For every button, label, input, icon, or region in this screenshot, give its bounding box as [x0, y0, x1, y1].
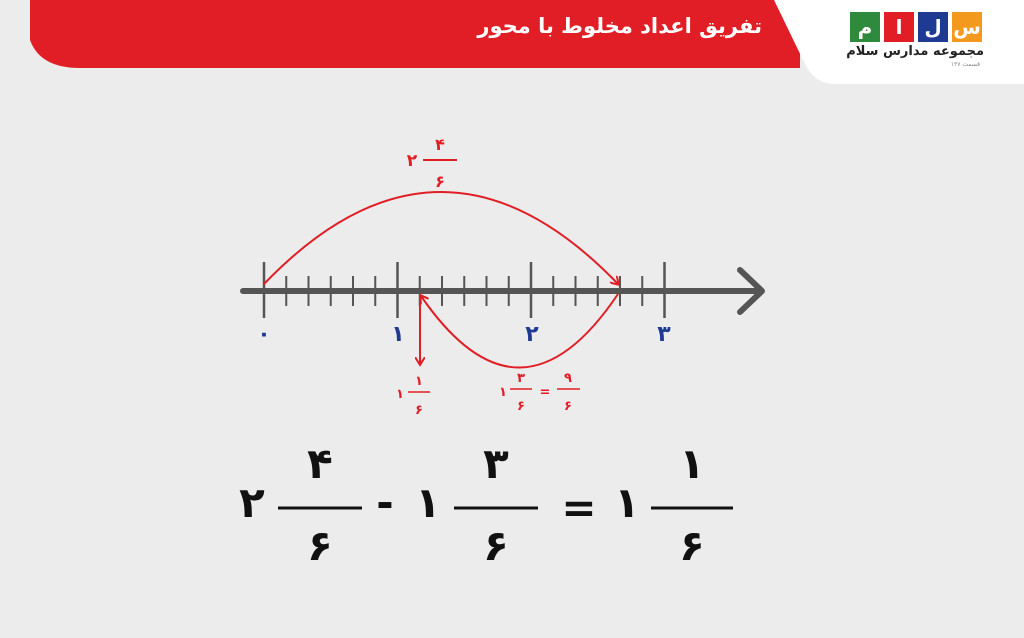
axis-ticks	[262, 262, 666, 318]
header-banner	[30, 0, 800, 68]
result-whole: ۱	[614, 478, 640, 527]
logo-letters: م ا ل س	[850, 12, 982, 42]
result-point-denominator: ۶	[415, 403, 423, 418]
term1-denominator: ۶	[307, 521, 333, 570]
header-red-shape	[30, 0, 800, 68]
logo-caption: مجموعه مدارس سلام	[846, 44, 984, 59]
logo-letter-sin: س	[952, 12, 982, 42]
backward-jump-arc	[421, 293, 619, 369]
result-point-whole: ۱	[396, 387, 404, 402]
back-jump-whole: ۱	[499, 385, 507, 400]
axis-label-1: ۱	[391, 322, 404, 347]
back-jump-denominator: ۶	[517, 399, 525, 414]
top-jump-numerator: ۴	[435, 135, 445, 154]
back-jump-eq-numerator: ۹	[564, 371, 572, 386]
logo-small-text: قسمت ۱۳۷	[950, 61, 980, 68]
axis-arrowhead	[737, 267, 765, 315]
term2-whole: ۱	[415, 478, 441, 527]
equals-sign: =	[561, 483, 596, 532]
forward-jump-arc	[263, 191, 618, 284]
top-jump-whole: ۲	[407, 151, 418, 171]
term2-denominator: ۶	[483, 521, 509, 570]
top-jump-denominator: ۶	[435, 172, 445, 191]
back-jump-numerator: ۳	[517, 371, 525, 386]
logo-letter-mim: م	[850, 12, 880, 42]
result-denominator: ۶	[679, 521, 705, 570]
result-numerator: ۱	[679, 439, 705, 488]
term1-whole: ۲	[239, 478, 265, 527]
logo-letter-alef: ا	[884, 12, 914, 42]
logo-letter-lam: ل	[918, 12, 948, 42]
term2-numerator: ۳	[483, 439, 509, 488]
result-point-numerator: ۱	[415, 374, 423, 389]
equation: ۲ ۴ ۶ - ۱ ۳ ۶ = ۱ ۱ ۶	[239, 439, 733, 570]
minus-sign: -	[376, 478, 393, 527]
back-jump-equals: =	[540, 385, 551, 400]
axis-label-0: ۰	[257, 322, 270, 347]
axis-label-2: ۲	[525, 322, 539, 347]
axis-label-3: ۳	[657, 322, 671, 347]
back-jump-eq-denominator: ۶	[564, 399, 572, 414]
header-title: تفریق اعداد مخلوط با محور	[477, 14, 762, 38]
term1-numerator: ۴	[307, 439, 333, 488]
